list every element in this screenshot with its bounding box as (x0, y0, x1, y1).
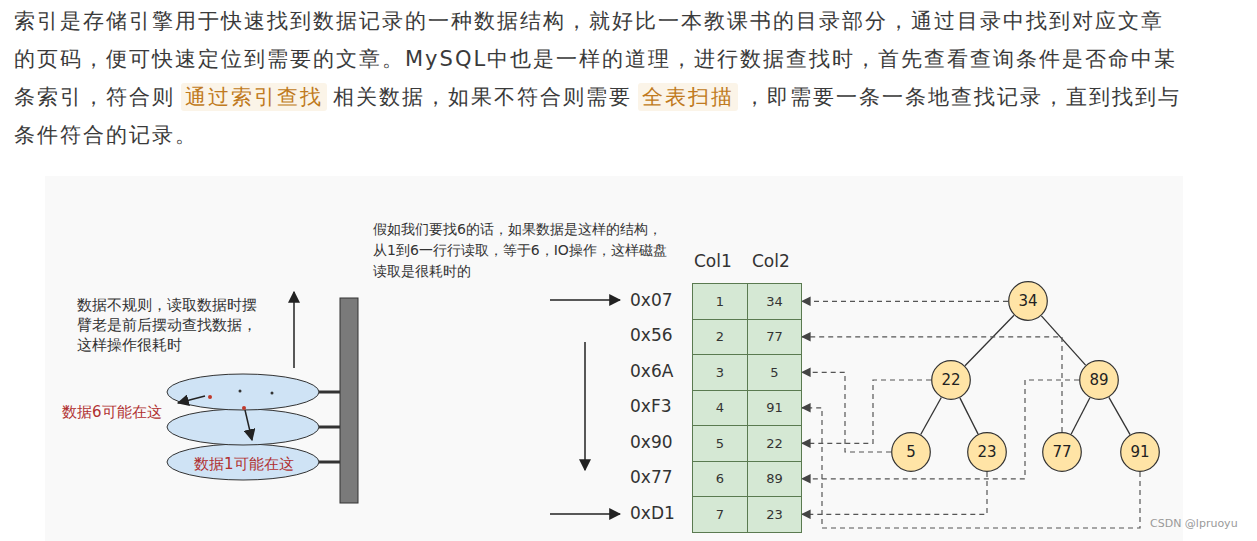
node-text: 91 (766, 400, 783, 415)
callout-text: 数据1可能在这 (192, 455, 296, 474)
column-header: Col2 (752, 251, 790, 271)
index-tree-node: 34 (1008, 281, 1048, 321)
table-cell: 34 (747, 283, 802, 320)
tree-edge (1041, 316, 1085, 365)
node-text: 5 (770, 365, 778, 380)
arm-arrow (293, 292, 295, 368)
note-text: 假如我们要找6的话，如果数据是这样的结构，从1到6一行行读取，等于6，IO操作，… (373, 219, 673, 282)
node-circle (892, 433, 931, 472)
table-cell: 89 (747, 461, 802, 498)
node-text: 6 (716, 471, 724, 486)
node-text: 34 (766, 294, 783, 309)
table-cell: 6 (692, 461, 748, 498)
index-tree-node: 91 (1120, 432, 1160, 472)
address-label: 0x90 (630, 432, 673, 452)
node-circle (932, 361, 971, 400)
node-text: 1 (716, 294, 724, 309)
table-cell: 3 (692, 354, 748, 391)
disk-platter (167, 409, 319, 445)
note-text: 数据不规则，读取数据时摆臂老是前后摆动查找数据，这样操作很耗时 (77, 295, 265, 355)
node-text: 22 (941, 371, 960, 389)
disk-platter (167, 444, 319, 480)
address-label: 0xD1 (630, 503, 675, 523)
node-text: 3 (716, 365, 724, 380)
node-text: 22 (766, 436, 783, 451)
pointer-connector (802, 408, 1140, 528)
table-cell: 91 (747, 390, 802, 427)
address-label: 0x07 (630, 290, 673, 310)
paragraph-text: 相关数据，如果不符合则需要 (333, 85, 632, 109)
node-text: 34 (1018, 292, 1037, 310)
address-label: 0x56 (630, 325, 673, 345)
table-cell: 2 (692, 319, 748, 356)
address-label: 0x77 (630, 467, 673, 487)
diagram-ground (45, 176, 1183, 541)
scan-arrow (550, 513, 620, 515)
index-tree-node: 5 (891, 432, 931, 472)
scan-arrow (584, 342, 586, 470)
index-tree-node: 23 (967, 432, 1007, 472)
node-text: 4 (716, 400, 724, 415)
table-cell: 22 (747, 425, 802, 462)
pointer-connector (802, 372, 891, 452)
table-cell: 77 (747, 319, 802, 356)
index-tree-node: 77 (1042, 432, 1082, 472)
tree-edge (960, 398, 978, 434)
disk-arm (318, 461, 340, 464)
highlight-term: 通过索引查找 (181, 83, 327, 111)
data-dot (239, 390, 242, 393)
tree-edge (921, 398, 942, 435)
table-cell: 5 (692, 425, 748, 462)
node-circle (968, 433, 1007, 472)
table-cell: 7 (692, 496, 748, 533)
callout-text: 数据6可能在这 (60, 403, 164, 422)
node-text: 23 (766, 507, 783, 522)
node-text: 89 (1089, 371, 1108, 389)
disk-arm (318, 426, 340, 429)
watermark: CSDN @lpruoyu (1150, 517, 1238, 530)
pointer-connector (802, 337, 1062, 432)
highlight-term: 全表扫描 (638, 83, 738, 111)
table-cell: 5 (747, 354, 802, 391)
node-text: 91 (1130, 443, 1149, 461)
data-dot (271, 392, 274, 395)
index-tree-node: 22 (931, 360, 971, 400)
node-circle (1080, 361, 1119, 400)
column-header: Col1 (694, 251, 732, 271)
tree-edge (1071, 398, 1090, 434)
node-text: 5 (716, 436, 724, 451)
pointer-connector (802, 301, 1008, 302)
scan-arrow (550, 299, 620, 301)
node-text: 2 (716, 329, 724, 344)
table-cell: 1 (692, 283, 748, 320)
address-label: 0xF3 (630, 396, 671, 416)
data-dot (242, 406, 246, 410)
disk-platter (167, 374, 319, 410)
node-text: 5 (906, 443, 916, 461)
node-text: 7 (716, 507, 724, 522)
tree-edge (965, 315, 1014, 365)
tree-edge (1109, 397, 1130, 434)
disk-spindle (340, 298, 358, 503)
seek-arrow (178, 396, 205, 403)
table-cell: 23 (747, 496, 802, 533)
disk-arm (318, 391, 340, 394)
table-cell: 4 (692, 390, 748, 427)
node-circle (1009, 282, 1048, 321)
data-dot (208, 395, 212, 399)
seek-arrow (245, 410, 252, 440)
intro-paragraph: 索引是存储引擎用于快速找到数据记录的一种数据结构，就好比一本教课书的目录部分，通… (14, 2, 1186, 154)
node-text: 23 (977, 443, 996, 461)
address-label: 0x6A (630, 361, 673, 381)
node-circle (1121, 433, 1160, 472)
index-tree-node: 89 (1079, 360, 1119, 400)
node-circle (1043, 433, 1082, 472)
node-text: 77 (766, 329, 783, 344)
node-text: 77 (1052, 443, 1071, 461)
node-text: 89 (766, 471, 783, 486)
pointer-connector (802, 472, 987, 514)
